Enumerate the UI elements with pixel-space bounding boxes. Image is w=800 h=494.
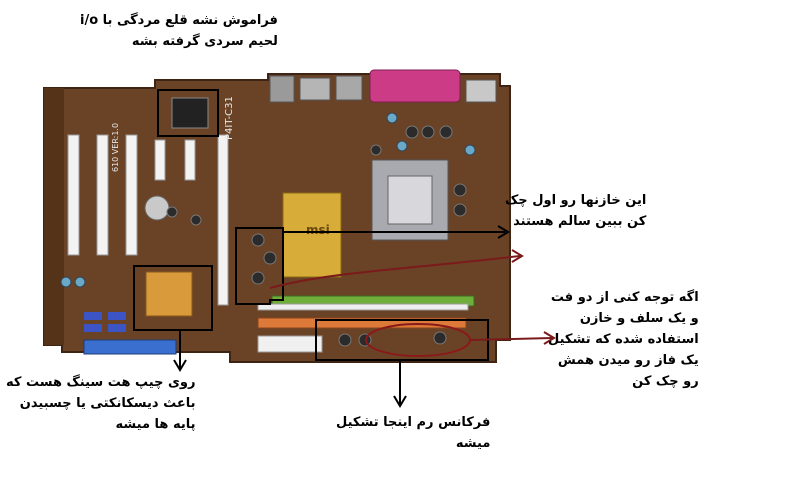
annotation-ram-freq: فرکانس رم اینجا تشکیل میشه	[336, 412, 490, 454]
arrow-phase-right	[469, 337, 553, 341]
annotation-phase-line4: یک فاز رو میدن همش	[557, 353, 699, 368]
southbridge-highlight-box	[133, 265, 213, 331]
arrow-phase-red	[269, 255, 521, 289]
version-label: 610 VER:1.0	[111, 123, 120, 172]
annotation-io-chip-line1: فراموش نشه قلع مردگی با i/o	[80, 13, 278, 28]
capacitor-group	[166, 125, 467, 347]
arrow-freq-down-head	[393, 395, 407, 408]
annotation-phase-line2: و یک سلف و خازن	[579, 311, 699, 326]
annotation-heatsink: روی چیپ هت سینگ هست که باعث دیسکانکتی یا…	[6, 372, 195, 435]
pci-slot-3	[125, 134, 138, 256]
annotation-phase-line3: استفاده شده که تشکیل	[548, 332, 699, 347]
io-connector-ps2	[269, 75, 295, 103]
annotation-arrows	[173, 225, 556, 408]
pci-slot-2	[96, 134, 109, 256]
pci-slot-1	[67, 134, 80, 256]
atx-power-connector	[257, 335, 323, 353]
annotation-capacitors: این خازنها رو اول چک کن ببین سالم هستند	[505, 190, 646, 232]
annotation-heatsink-line1: روی چیپ هت سینگ هست که	[6, 375, 196, 390]
annotation-ram-freq-line1: فرکانس رم اینجا تشکیل	[336, 415, 491, 430]
annotation-phase-line5: رو چک کن	[632, 374, 699, 389]
sata-port-2	[108, 312, 126, 320]
brand-label: msi	[306, 223, 330, 237]
io-connector-lan	[335, 75, 363, 101]
io-chip	[171, 97, 209, 129]
sata-port-4	[108, 324, 126, 332]
arrow-heatsink-down-head	[173, 359, 187, 372]
capacitor-highlight-outline	[235, 227, 284, 305]
ram-slot-orange	[257, 317, 467, 329]
capacitor-blue-group	[60, 112, 476, 288]
ram-slot-white	[257, 303, 469, 311]
pcie-slot	[217, 134, 229, 306]
sata-port-3	[84, 324, 102, 332]
sata-port-1	[84, 312, 102, 320]
parallel-port	[369, 69, 461, 103]
southbridge-heatsink	[145, 271, 193, 317]
cmos-battery	[144, 195, 170, 221]
io-chip-highlight-box	[157, 89, 219, 137]
model-label: P4IT-C31	[224, 96, 235, 140]
arrow-phase-right-head	[543, 331, 556, 345]
annotation-heatsink-line3: پایه ها میشه	[115, 417, 196, 432]
annotation-phase-line1: اگه توجه کنی از دو فت	[550, 290, 699, 305]
annotation-heatsink-line2: باعث دیسکانکتی یا چسبیدن	[19, 396, 196, 411]
annotation-capacitors-line1: این خازنها رو اول چک	[505, 193, 647, 208]
annotation-phase: اگه توجه کنی از دو فت و یک سلف و خازن اس…	[548, 287, 699, 392]
io-connector-usb	[299, 77, 331, 101]
arrow-capacitors-head	[497, 225, 510, 239]
arrow-phase-red-head	[511, 249, 524, 263]
cpu-socket-inner	[387, 175, 433, 225]
pcb-shade	[44, 88, 64, 345]
pci-slot-4	[154, 139, 166, 181]
annotation-ram-freq-line2: میشه	[455, 436, 491, 451]
ide-connector	[83, 339, 177, 355]
annotation-io-chip-line2: لحیم سردی گرفته بشه	[131, 34, 278, 49]
audio-connector	[465, 79, 497, 103]
pci-slot-5	[184, 139, 196, 181]
annotation-io-chip: فراموش نشه قلع مردگی با i/o لحیم سردی گر…	[80, 10, 278, 52]
annotation-capacitors-line2: کن ببین سالم هستند	[513, 214, 647, 229]
